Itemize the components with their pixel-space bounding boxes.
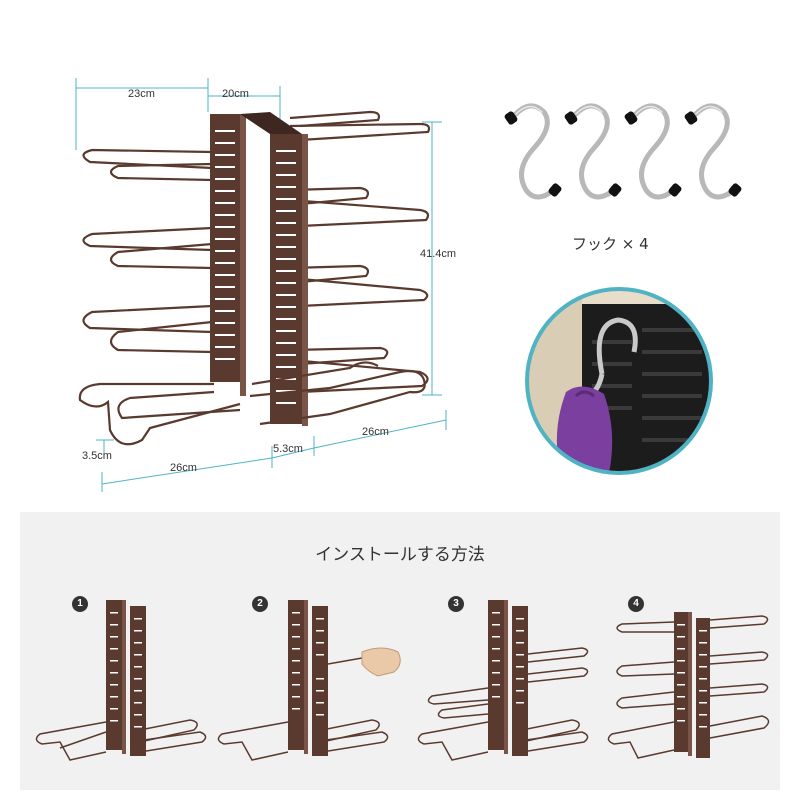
s-hooks-image <box>504 103 742 200</box>
step-2-badge: 2 <box>252 596 268 612</box>
dim-top-center-width: 20cm <box>222 88 249 100</box>
hook-2-icon <box>571 103 617 200</box>
hook-1-icon <box>511 103 557 200</box>
rack-diagram <box>75 78 447 492</box>
install-step-3-illustration <box>417 600 589 761</box>
hook-3-icon <box>631 103 677 200</box>
dimension-lines <box>75 78 447 492</box>
dim-foot-height: 3.5cm <box>82 450 112 462</box>
step-3-badge: 3 <box>448 596 464 612</box>
dim-top-left-width: 23cm <box>128 88 155 100</box>
rack-front-panel <box>210 114 246 396</box>
install-step-2-illustration <box>217 600 401 761</box>
step-1-badge: 1 <box>72 596 88 612</box>
step-4-badge: 4 <box>628 596 644 612</box>
hook-count-label: フック × 4 <box>572 235 649 253</box>
dim-bottom-left-depth: 26cm <box>170 462 197 474</box>
dim-bottom-right-depth: 26cm <box>362 426 389 438</box>
hand-icon <box>361 647 401 677</box>
install-title: インストールする方法 <box>315 545 485 565</box>
install-step-1-illustration <box>35 600 207 761</box>
rack-back-panel <box>240 112 308 426</box>
install-panel: インストールする方法 1 2 3 4 <box>20 512 780 790</box>
rack-wire-frame <box>78 110 431 446</box>
install-step-4-illustration <box>607 612 770 759</box>
dim-bottom-center-width: 5.3cm <box>273 443 303 455</box>
dim-height: 41.4cm <box>420 248 457 260</box>
hook-usage-photo <box>525 287 713 475</box>
hook-4-icon <box>691 103 737 200</box>
